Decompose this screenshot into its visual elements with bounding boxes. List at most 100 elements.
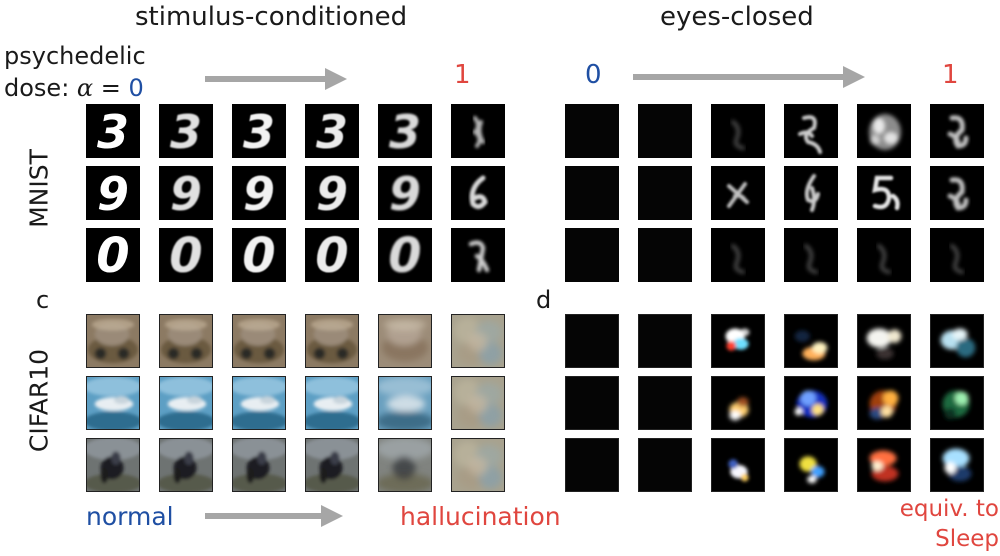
sample-image [565, 166, 619, 220]
svg-text:9: 9 [243, 167, 275, 220]
sample-image: 9 [159, 166, 213, 220]
svg-text:3: 3 [170, 105, 202, 158]
sample-image: 0 [305, 228, 359, 282]
sample-image [638, 104, 692, 158]
panel-label-d: d [536, 286, 552, 314]
sample-image [86, 314, 140, 368]
sample-image [451, 314, 505, 368]
row-label-cifar10: CIFAR10 [24, 348, 54, 453]
sample-image [451, 166, 505, 220]
sample-image [784, 166, 838, 220]
sample-image [565, 438, 619, 492]
sample-image [378, 314, 432, 368]
sample-image [159, 314, 213, 368]
footer-equiv-sleep: equiv. to Sleep [883, 494, 999, 554]
dose-label-line1: psychedelic [4, 42, 146, 70]
sample-image: 3 [378, 104, 432, 158]
sample-image: 0 [86, 228, 140, 282]
grid-eyes-closed-cifar10 [565, 314, 984, 492]
svg-text:3: 3 [97, 105, 129, 158]
sample-image: 9 [86, 166, 140, 220]
sample-image [638, 376, 692, 430]
sample-image [378, 376, 432, 430]
sample-image [638, 438, 692, 492]
svg-text:9: 9 [97, 167, 129, 220]
sample-image [565, 104, 619, 158]
svg-text:0: 0 [96, 228, 129, 282]
sample-image [86, 438, 140, 492]
sample-image [451, 438, 505, 492]
footer-sleep-line2: Sleep [935, 526, 999, 552]
grid-stimulus-cifar10 [86, 314, 505, 492]
sample-image: 3 [305, 104, 359, 158]
sample-image [784, 228, 838, 282]
sample-image [711, 314, 765, 368]
svg-text:3: 3 [316, 105, 348, 158]
svg-text:0: 0 [169, 228, 202, 282]
row-label-mnist: MNIST [24, 149, 54, 228]
dose-label: psychedelic dose: α = 0 [4, 40, 146, 104]
sample-image [784, 314, 838, 368]
sample-image [857, 376, 911, 430]
sample-image [930, 314, 984, 368]
footer-hallucination: hallucination [400, 502, 561, 531]
alpha-left-end: 1 [454, 60, 471, 90]
sample-image [232, 376, 286, 430]
sample-image [451, 104, 505, 158]
sample-image [711, 228, 765, 282]
svg-text:3: 3 [389, 105, 421, 158]
sample-image: 0 [232, 228, 286, 282]
dose-equals: = [93, 74, 129, 102]
sample-image [711, 376, 765, 430]
sample-image [784, 376, 838, 430]
sample-image [711, 438, 765, 492]
sample-image [638, 166, 692, 220]
svg-text:9: 9 [389, 167, 421, 220]
sample-image [638, 228, 692, 282]
sample-image [565, 228, 619, 282]
svg-text:0: 0 [388, 228, 421, 282]
sample-image [930, 104, 984, 158]
grid-eyes-closed-mnist [565, 104, 984, 282]
sample-image [565, 376, 619, 430]
sample-image [378, 438, 432, 492]
footer-normal: normal [86, 502, 174, 531]
sample-image [857, 166, 911, 220]
sample-image [305, 376, 359, 430]
header-eyes-closed: eyes-closed [660, 2, 814, 32]
sample-image [159, 376, 213, 430]
sample-image: 0 [159, 228, 213, 282]
sample-image [451, 228, 505, 282]
sample-image [305, 314, 359, 368]
panel-label-c: c [36, 286, 50, 314]
alpha-right-end: 1 [942, 60, 959, 90]
sample-image: 0 [378, 228, 432, 282]
svg-text:0: 0 [242, 228, 275, 282]
sample-image [784, 104, 838, 158]
header-stimulus-conditioned: stimulus-conditioned [135, 2, 408, 32]
sample-image: 3 [232, 104, 286, 158]
sample-image [711, 104, 765, 158]
sample-image: 9 [232, 166, 286, 220]
sample-image [857, 228, 911, 282]
svg-text:9: 9 [170, 167, 202, 220]
alpha-symbol: α [76, 74, 94, 102]
svg-text:0: 0 [315, 228, 348, 282]
footer-equiv-line1: equiv. to [899, 496, 999, 522]
sample-image [857, 314, 911, 368]
sample-image [930, 166, 984, 220]
sample-image: 3 [86, 104, 140, 158]
sample-image [232, 438, 286, 492]
sample-image [784, 438, 838, 492]
sample-image [711, 166, 765, 220]
sample-image [857, 438, 911, 492]
sample-image [159, 438, 213, 492]
sample-image [451, 376, 505, 430]
dose-label-line2: dose: [4, 74, 70, 102]
sample-image [930, 376, 984, 430]
svg-text:9: 9 [316, 167, 348, 220]
sample-image: 9 [305, 166, 359, 220]
sample-image [930, 228, 984, 282]
sample-image [305, 438, 359, 492]
